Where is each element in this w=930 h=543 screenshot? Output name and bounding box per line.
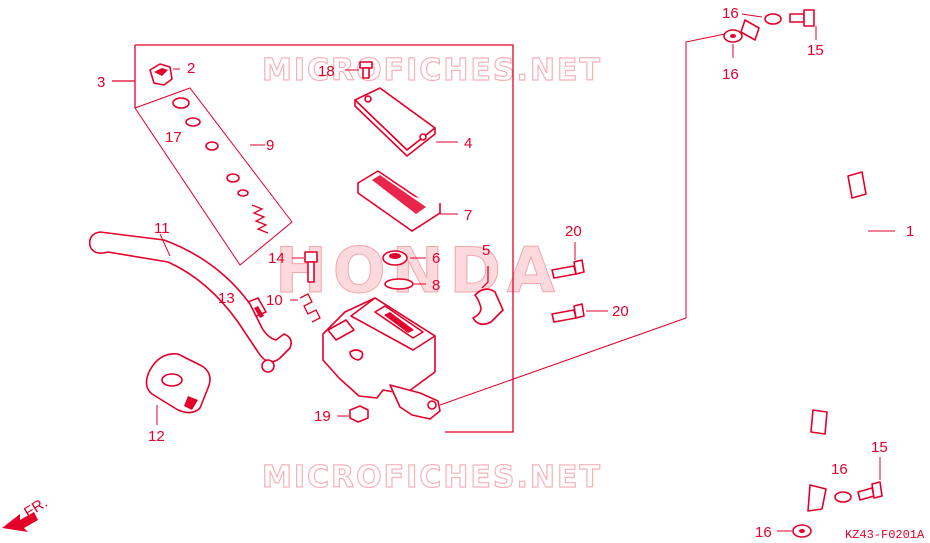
part-17-circlip <box>172 97 201 127</box>
part-9-piston-set <box>205 139 269 234</box>
master-cylinder-body <box>322 297 441 420</box>
part-20-banjo-bolts <box>551 242 608 323</box>
part-15-16-fasteners <box>723 9 883 538</box>
callout-15b: 15 <box>871 439 888 456</box>
callout-16a: 16 <box>722 5 739 22</box>
callout-8: 8 <box>432 277 440 294</box>
callout-16c: 16 <box>831 461 848 478</box>
part-19-cap <box>337 405 369 423</box>
diagram-code: KZ43-F0201A <box>845 528 925 542</box>
callout-14: 14 <box>268 250 285 267</box>
front-direction-arrow: FR. <box>2 494 51 532</box>
callout-16b: 16 <box>722 66 739 83</box>
part-4-reservoir-cap <box>354 87 458 157</box>
part-2-boot <box>149 63 180 86</box>
part-18-screw <box>345 61 373 79</box>
callout-9: 9 <box>266 137 274 154</box>
callout-13: 13 <box>218 290 235 307</box>
callout-16d: 16 <box>755 524 772 541</box>
callout-2: 2 <box>187 60 195 77</box>
part-1-brake-hose <box>740 19 895 523</box>
watermark-top: MICROFICHES.NET <box>262 53 602 88</box>
assembly-outline <box>112 33 726 433</box>
callout-1: 1 <box>906 223 914 240</box>
callout-15a: 15 <box>807 42 824 59</box>
watermark-bottom: MICROFICHES.NET <box>262 460 602 495</box>
part-6-float <box>382 250 426 266</box>
callout-10: 10 <box>266 292 283 309</box>
part-12-bracket <box>145 353 211 425</box>
callout-7: 7 <box>464 207 472 224</box>
callout-6: 6 <box>432 250 440 267</box>
callout-3: 3 <box>97 74 105 91</box>
callout-5: 5 <box>482 242 490 259</box>
callout-19: 19 <box>314 408 331 425</box>
callout-20a: 20 <box>565 223 582 240</box>
part-8-oring <box>384 278 426 290</box>
callout-18: 18 <box>318 63 335 80</box>
watermark-honda-logo: HONDA <box>275 234 561 307</box>
part-10-spring <box>290 293 321 323</box>
callout-4: 4 <box>464 135 472 152</box>
callout-11: 11 <box>154 220 170 237</box>
part-7-diaphragm <box>357 170 458 232</box>
part-11-brake-lever <box>88 231 292 373</box>
callout-20b: 20 <box>612 303 629 320</box>
callout-17: 17 <box>165 129 182 146</box>
part-14-pivot-bolt <box>292 251 318 283</box>
callout-12: 12 <box>148 428 165 445</box>
part-5-holder <box>472 266 504 326</box>
